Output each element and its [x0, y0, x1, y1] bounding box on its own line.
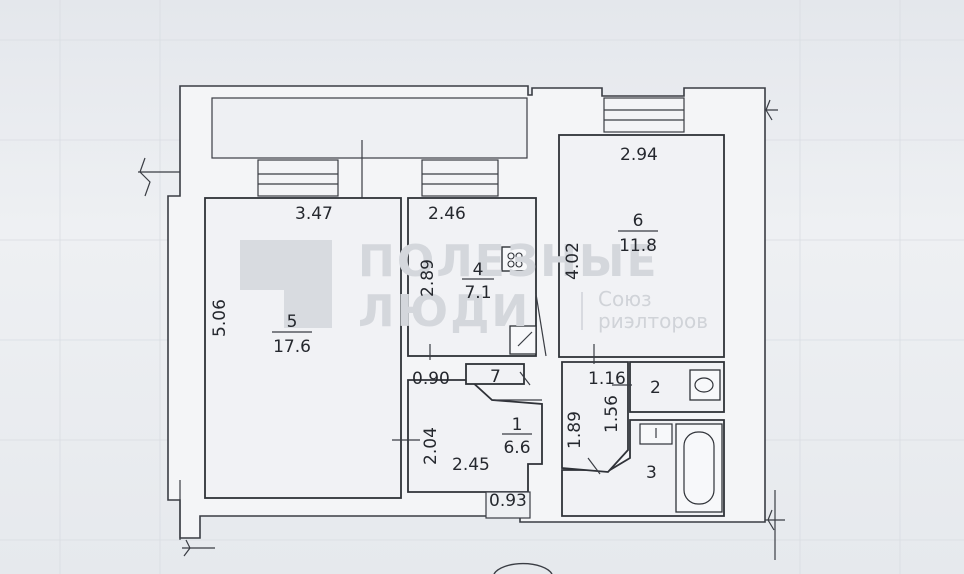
- bathtub-icon: [675, 423, 723, 513]
- vent-shaft-mark: [517, 331, 533, 347]
- vent-shaft-icon: [509, 325, 537, 355]
- room5-number-label: 5: [287, 312, 298, 332]
- watermark-sub2: риэлторов: [598, 309, 708, 333]
- door-mark: [519, 371, 531, 386]
- entrance-width-label: 0.93: [489, 491, 527, 511]
- room3-height-label: 1.89: [565, 411, 585, 449]
- room5-area-label: 17.6: [273, 337, 311, 357]
- watermark-sub1: Союз: [598, 287, 652, 311]
- window-room6: [603, 97, 685, 133]
- axis-marker: [493, 562, 553, 574]
- watermark-line2: ЛЮДИ: [358, 286, 530, 337]
- room-1: [407, 379, 543, 493]
- room1-width-label: 2.45: [452, 455, 490, 475]
- room1-area-label: 6.6: [503, 438, 530, 458]
- break-line-left: [138, 157, 180, 197]
- room4-slant-line: [535, 293, 547, 357]
- break-line-bottom-left: [182, 539, 215, 557]
- room6-width-label: 2.94: [620, 145, 658, 165]
- balcony-strip: [211, 97, 528, 159]
- room1-height-label: 2.04: [421, 427, 441, 465]
- room4-width-label: 2.46: [428, 204, 466, 224]
- entrance-opening: [485, 491, 531, 519]
- door-mark: [587, 457, 601, 475]
- room6-area-label: 11.8: [619, 236, 657, 256]
- room6-height-label: 4.02: [563, 242, 583, 280]
- break-line-top-right: [765, 99, 778, 121]
- room4-area-label: 7.1: [464, 283, 491, 303]
- room4-height-label: 2.89: [418, 259, 438, 297]
- bathtub-inner-icon: [683, 431, 715, 505]
- room-7: [465, 363, 525, 385]
- room2-number-label: 2: [650, 378, 661, 398]
- room2-height-label: 1.56: [602, 395, 622, 433]
- stove-burner-icon: [507, 252, 515, 260]
- window-room4: [421, 159, 499, 197]
- room-6: [558, 134, 725, 358]
- stove-burner-icon: [515, 260, 523, 268]
- stove-burner-icon: [515, 252, 523, 260]
- room1-number-label: 1: [512, 415, 523, 435]
- room2-width-label: 1.16: [588, 369, 626, 389]
- room-5: [204, 197, 402, 499]
- stove-burner-icon: [507, 260, 515, 268]
- room3-number-label: 3: [646, 463, 657, 483]
- room7-width-label: 0.90: [412, 369, 450, 389]
- watermark-line1: ПОЛЕЗНЫЕ: [358, 236, 659, 287]
- window-room5: [257, 159, 339, 197]
- room5-width-label: 3.47: [295, 204, 333, 224]
- watermark: ПОЛЕЗНЫЕ ЛЮДИ Союз риэлторов: [240, 236, 708, 337]
- corridor-small: [561, 361, 629, 473]
- room5-height-label: 5.06: [210, 299, 230, 337]
- toilet-bowl-icon: [694, 377, 714, 393]
- stove-icon: [501, 246, 529, 272]
- watermark-logo-icon: [240, 240, 332, 328]
- room7-number-label: 7: [490, 367, 501, 387]
- room4-number-label: 4: [473, 260, 484, 280]
- room6-number-label: 6: [633, 211, 644, 231]
